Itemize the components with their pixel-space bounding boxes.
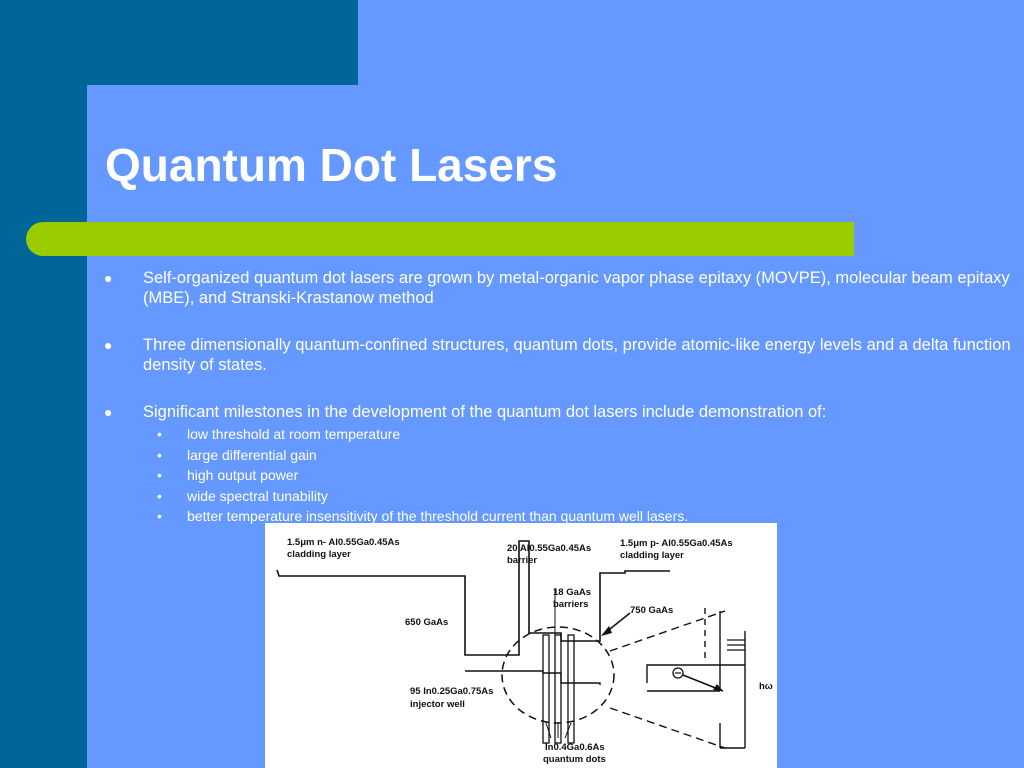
injector-well-label: 95 In0.25Ga0.75As [410, 686, 493, 697]
zoom-ellipse [501, 626, 615, 724]
slide-title: Quantum Dot Lasers [105, 139, 558, 191]
bullet-item: ● Three dimensionally quantum-confined s… [100, 335, 1015, 375]
sub-bullet-text: low threshold at room temperature [187, 426, 401, 442]
sub-bullet-text: wide spectral tunability [187, 487, 328, 504]
arrowhead-icon [713, 684, 723, 691]
projection-line-lower [609, 707, 726, 749]
sub-bullet-list: • low threshold at room temperature • larg… [143, 424, 1015, 527]
arrowhead-icon [601, 626, 612, 636]
band-edge-line [276, 540, 670, 656]
quantum-dots-label-2: quantum dots [543, 754, 606, 765]
band-diagram-figure: 1.5μm n- Al0.55Ga0.45As cladding layer 2… [265, 523, 777, 768]
p-cladding-label-2: cladding layer [620, 550, 684, 561]
quantum-dot-well-3 [567, 634, 575, 744]
sub-bullet-text: better temperature insensitivity of the … [187, 508, 689, 524]
sub-bullet-dot-icon: • [157, 487, 162, 504]
electron-icon [672, 667, 684, 679]
sub-bullet-text: high output power [187, 467, 299, 483]
accent-bar [26, 222, 854, 256]
sub-bullet-dot-icon: • [157, 426, 162, 442]
zoomed-dot-levels [646, 611, 746, 749]
sub-bullet-item: • better temperature insensitivity of the… [143, 506, 1015, 527]
photon-energy-label: hω [759, 681, 773, 692]
gaas-barriers-label-2: barriers [553, 599, 588, 610]
sub-bullet-dot-icon: • [157, 508, 162, 524]
bullet-dot-icon: ● [104, 337, 113, 353]
background-dark-top [0, 0, 358, 85]
sub-bullet-item: • high output power [143, 465, 1015, 486]
lower-band-edge [465, 670, 601, 685]
p-cladding-label: 1.5μm p- Al0.55Ga0.45As [620, 538, 733, 549]
injector-well-label-2: injector well [410, 699, 465, 710]
dot-pointer-line [564, 722, 572, 739]
sub-bullet-text: large differential gain [187, 446, 317, 463]
gaas-barriers-label: 18 GaAs [553, 587, 591, 598]
dot-pointer-line [545, 722, 552, 739]
sub-bullet-item: • large differential gain [143, 445, 1015, 466]
sub-bullet-dot-icon: • [157, 467, 162, 483]
bullet-item: ● Self-organized quantum dot lasers are … [100, 268, 1015, 308]
barrier-label: 20 Al0.55Ga0.45As [507, 543, 591, 554]
background-curve [87, 85, 147, 145]
bullet-dot-icon: ● [104, 270, 113, 286]
sub-bullet-dot-icon: • [157, 446, 162, 463]
sub-bullet-item: • low threshold at room temperature [143, 424, 1015, 445]
bullet-text: Significant milestones in the developmen… [143, 403, 827, 421]
gaas-750-label: 750 GaAs [630, 605, 673, 616]
bullet-item: ● Significant milestones in the developm… [100, 402, 1015, 527]
quantum-dots-label: In0.4Ga0.6As [545, 742, 605, 753]
band-diagram: 1.5μm n- Al0.55Ga0.45As cladding layer 2… [276, 537, 773, 765]
bullet-text: Three dimensionally quantum-confined str… [143, 336, 1011, 374]
n-cladding-label: 1.5μm n- Al0.55Ga0.45As [287, 537, 400, 548]
bullet-text: Self-organized quantum dot lasers are gr… [143, 269, 1010, 307]
n-cladding-label-2: cladding layer [287, 549, 351, 560]
bullet-list: ● Self-organized quantum dot lasers are … [100, 268, 1015, 554]
background-dark-panel [0, 0, 87, 768]
gaas-650-label: 650 GaAs [405, 617, 448, 628]
projection-line-upper [609, 610, 726, 652]
sub-bullet-item: • wide spectral tunability [143, 486, 1015, 507]
quantum-dot-well-2 [554, 634, 562, 744]
quantum-dot-well-1 [542, 634, 550, 744]
bullet-dot-icon: ● [104, 404, 113, 420]
barrier-label-2: barrier [507, 555, 537, 566]
